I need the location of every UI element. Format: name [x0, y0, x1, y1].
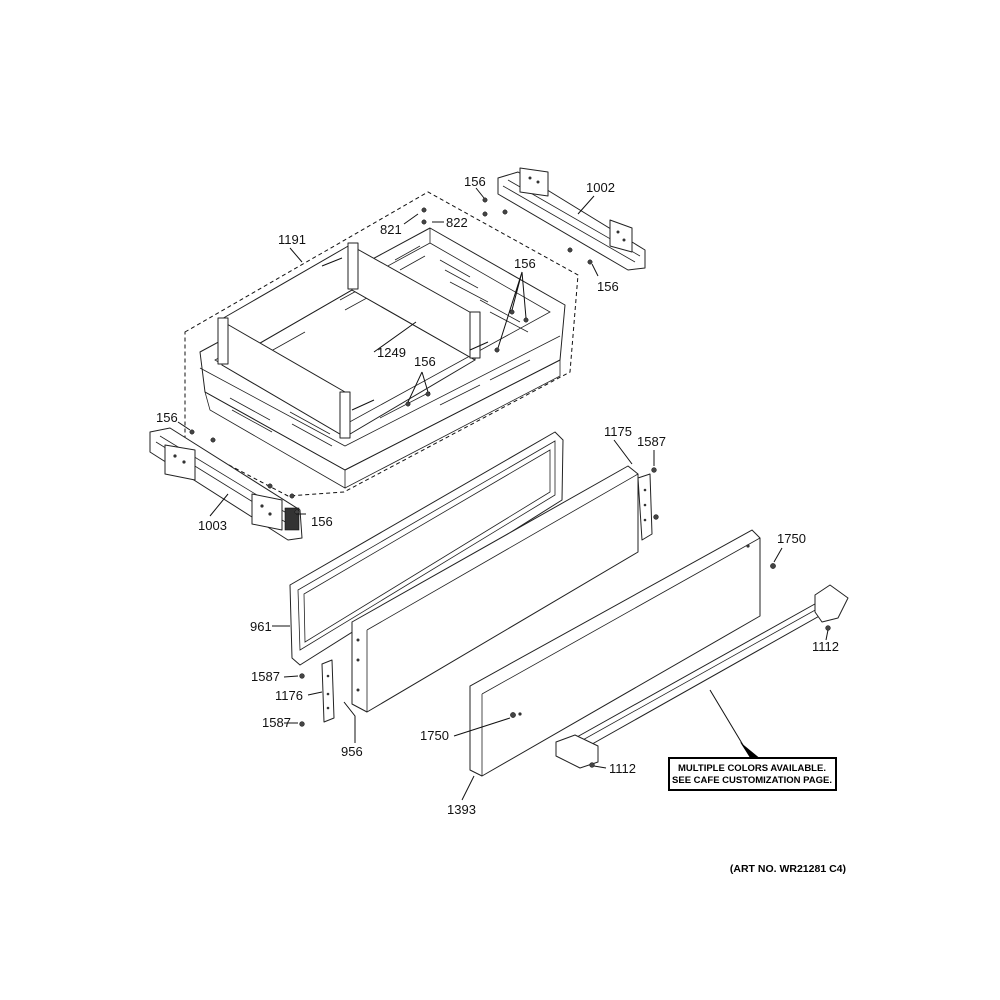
label-1249: 1249 — [377, 345, 406, 360]
divider-panel — [217, 242, 489, 439]
color-note-box: MULTIPLE COLORS AVAILABLE. SEE CAFE CUST… — [668, 757, 837, 791]
label-1393: 1393 — [447, 802, 476, 817]
outer-door-panel — [469, 529, 761, 777]
door-handle — [555, 584, 849, 769]
drawer-basket — [199, 227, 566, 489]
drawer-assembly-outline — [184, 191, 579, 497]
label-156: 156 — [156, 410, 178, 425]
label-1750: 1750 — [420, 728, 449, 743]
label-156: 156 — [414, 354, 436, 369]
label-1191: 1191 — [278, 232, 306, 247]
label-1175: 1175 — [604, 424, 632, 439]
label-1750: 1750 — [777, 531, 806, 546]
label-156: 156 — [597, 279, 619, 294]
screws — [189, 197, 831, 768]
hinge-bracket-left — [321, 659, 335, 723]
label-1003: 1003 — [198, 518, 227, 533]
label-156: 156 — [514, 256, 536, 271]
label-1112: 1112 — [812, 639, 839, 654]
label-961: 961 — [250, 619, 272, 634]
label-822: 822 — [446, 215, 468, 230]
label-1587: 1587 — [262, 715, 291, 730]
label-1112: 1112 — [609, 761, 636, 776]
label-821: 821 — [380, 222, 402, 237]
right-slide-rail — [497, 167, 646, 271]
art-number: (ART NO. WR21281 C4) — [730, 863, 846, 875]
door-gasket-frame — [289, 431, 564, 666]
label-956: 956 — [341, 744, 363, 759]
label-156: 156 — [464, 174, 486, 189]
door-inner-panel — [351, 465, 639, 713]
label-1587: 1587 — [251, 669, 280, 684]
label-1176: 1176 — [275, 688, 303, 703]
label-1002: 1002 — [586, 180, 615, 195]
hinge-bracket-right — [637, 473, 653, 541]
note-line-1: MULTIPLE COLORS AVAILABLE. — [678, 763, 826, 774]
part-labels: 156 1002 821 822 1191 156 156 1249 156 1… — [156, 174, 839, 817]
note-line-2: SEE CAFE CUSTOMIZATION PAGE. — [672, 775, 832, 786]
label-156: 156 — [311, 514, 333, 529]
label-1587: 1587 — [637, 434, 666, 449]
